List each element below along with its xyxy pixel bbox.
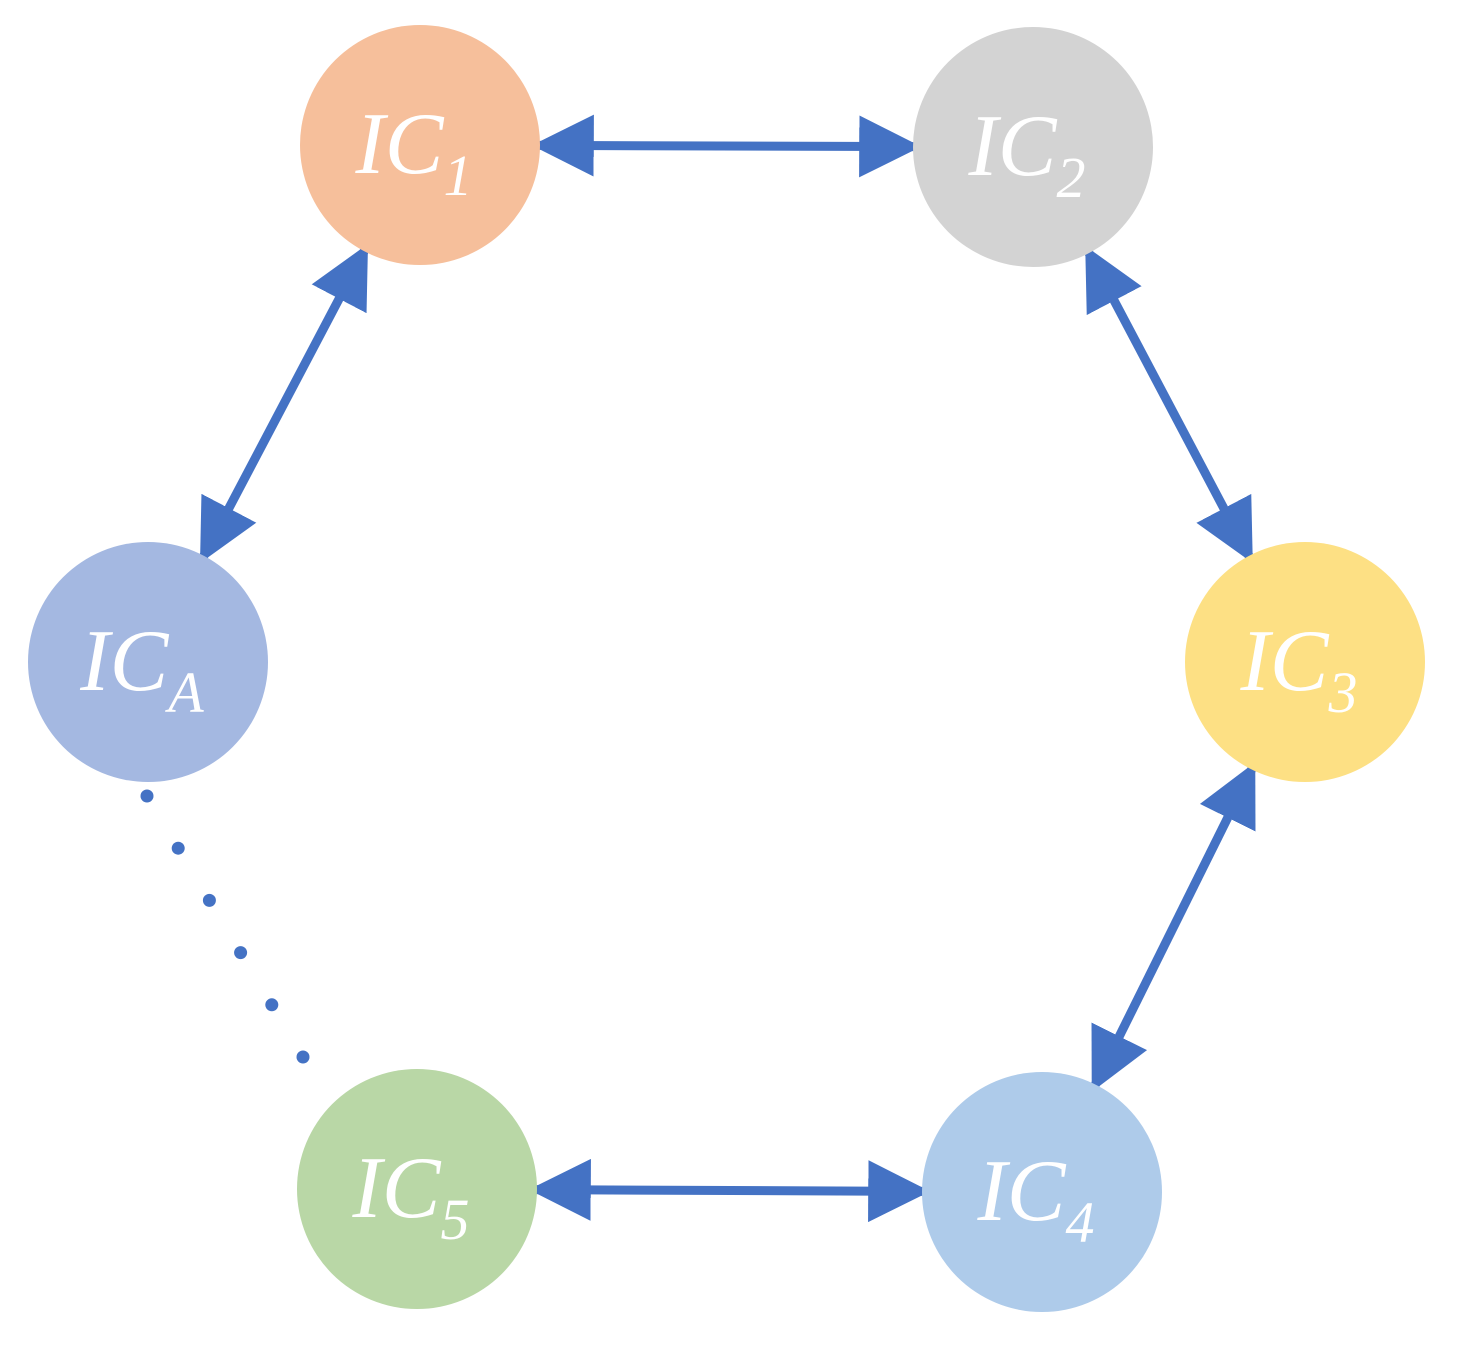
node-ic1-sub: 1 xyxy=(444,143,473,208)
edge-ic1-ic2 xyxy=(531,114,922,178)
ellipsis-dot xyxy=(140,789,154,803)
edge-ic2-ic3 xyxy=(1084,245,1254,564)
nodes-layer: IC1 IC2 IC3 IC4 IC5 xyxy=(28,25,1425,1312)
node-ic2-sub: 2 xyxy=(1057,145,1086,210)
ellipsis-dot xyxy=(202,893,216,907)
node-ic5-label: IC5 xyxy=(352,1140,470,1252)
edge-ic4-ic5 xyxy=(528,1158,931,1223)
node-ic1: IC1 xyxy=(300,25,540,265)
node-ic2-circle xyxy=(913,27,1153,267)
ellipsis-dot xyxy=(296,1050,310,1064)
node-ic2: IC2 xyxy=(913,27,1153,267)
node-ic5-sub: 5 xyxy=(441,1187,470,1252)
node-ic4-sub: 4 xyxy=(1066,1190,1095,1255)
node-icA-sub: A xyxy=(164,660,204,725)
node-ic3-label: IC3 xyxy=(1240,613,1358,725)
node-ic1-circle xyxy=(300,25,540,265)
node-ic3: IC3 xyxy=(1185,542,1425,782)
node-ic4-label: IC4 xyxy=(977,1143,1095,1255)
ellipsis-dot xyxy=(234,946,248,960)
node-ic2-main: IC xyxy=(968,98,1058,195)
node-ic3-main: IC xyxy=(1240,613,1330,710)
node-icA-main: IC xyxy=(79,613,169,710)
node-ic4-circle xyxy=(922,1072,1162,1312)
ellipsis-dot xyxy=(265,998,279,1012)
ellipsis-dot xyxy=(171,841,185,855)
node-ic1-main: IC xyxy=(355,96,445,193)
edge-ic1-icA xyxy=(198,243,370,564)
node-icA-circle xyxy=(28,542,268,782)
node-ic1-label: IC1 xyxy=(355,96,473,208)
node-icA-label: ICA xyxy=(79,613,204,725)
node-ic3-circle xyxy=(1185,542,1425,782)
node-ic5-main: IC xyxy=(352,1140,442,1237)
edge-ic3-ic4 xyxy=(1090,762,1257,1092)
node-ic5: IC5 xyxy=(297,1069,537,1309)
node-ic5-circle xyxy=(297,1069,537,1309)
ellipsis-dots xyxy=(140,789,310,1064)
edges-layer xyxy=(198,114,1257,1223)
node-ic4: IC4 xyxy=(922,1072,1162,1312)
node-ic3-sub: 3 xyxy=(1328,660,1358,725)
node-ic2-label: IC2 xyxy=(968,98,1086,210)
node-ic4-main: IC xyxy=(977,1143,1067,1240)
node-icA: ICA xyxy=(28,542,268,782)
